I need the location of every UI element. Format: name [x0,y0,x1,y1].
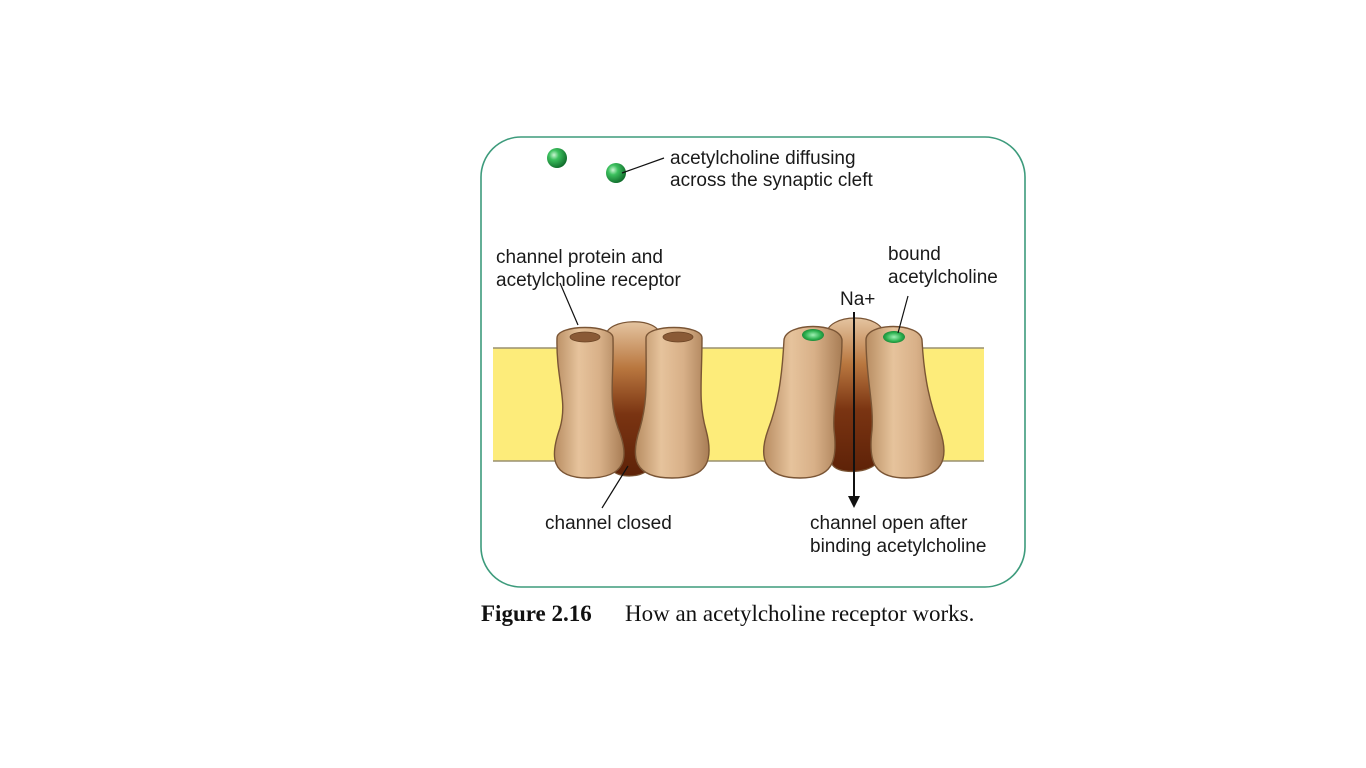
closed-label: channel closed [545,513,672,534]
diffusing-label-line2: across the synaptic cleft [670,170,873,191]
figure-number: Figure 2.16 [481,601,592,626]
open-label-line1: channel open after [810,513,968,534]
receptor-label-line2: acetylcholine receptor [496,270,681,291]
bound-acetylcholine-molecule [883,331,905,343]
bound-label-line2: acetylcholine [888,267,998,288]
open-label-line2: binding acetylcholine [810,536,986,557]
figure-caption: How an acetylcholine receptor works. [625,601,974,626]
protein-subunit [635,328,709,479]
bound-label-line1: bound [888,244,941,265]
bound-acetylcholine-molecule [802,329,824,341]
closed-channel [554,322,709,478]
acetylcholine-molecule [547,148,567,168]
receptor-label-line1: channel protein and [496,247,663,268]
diffusing-label-line1: acetylcholine diffusing [670,148,856,169]
ion-label: Na+ [840,289,875,310]
